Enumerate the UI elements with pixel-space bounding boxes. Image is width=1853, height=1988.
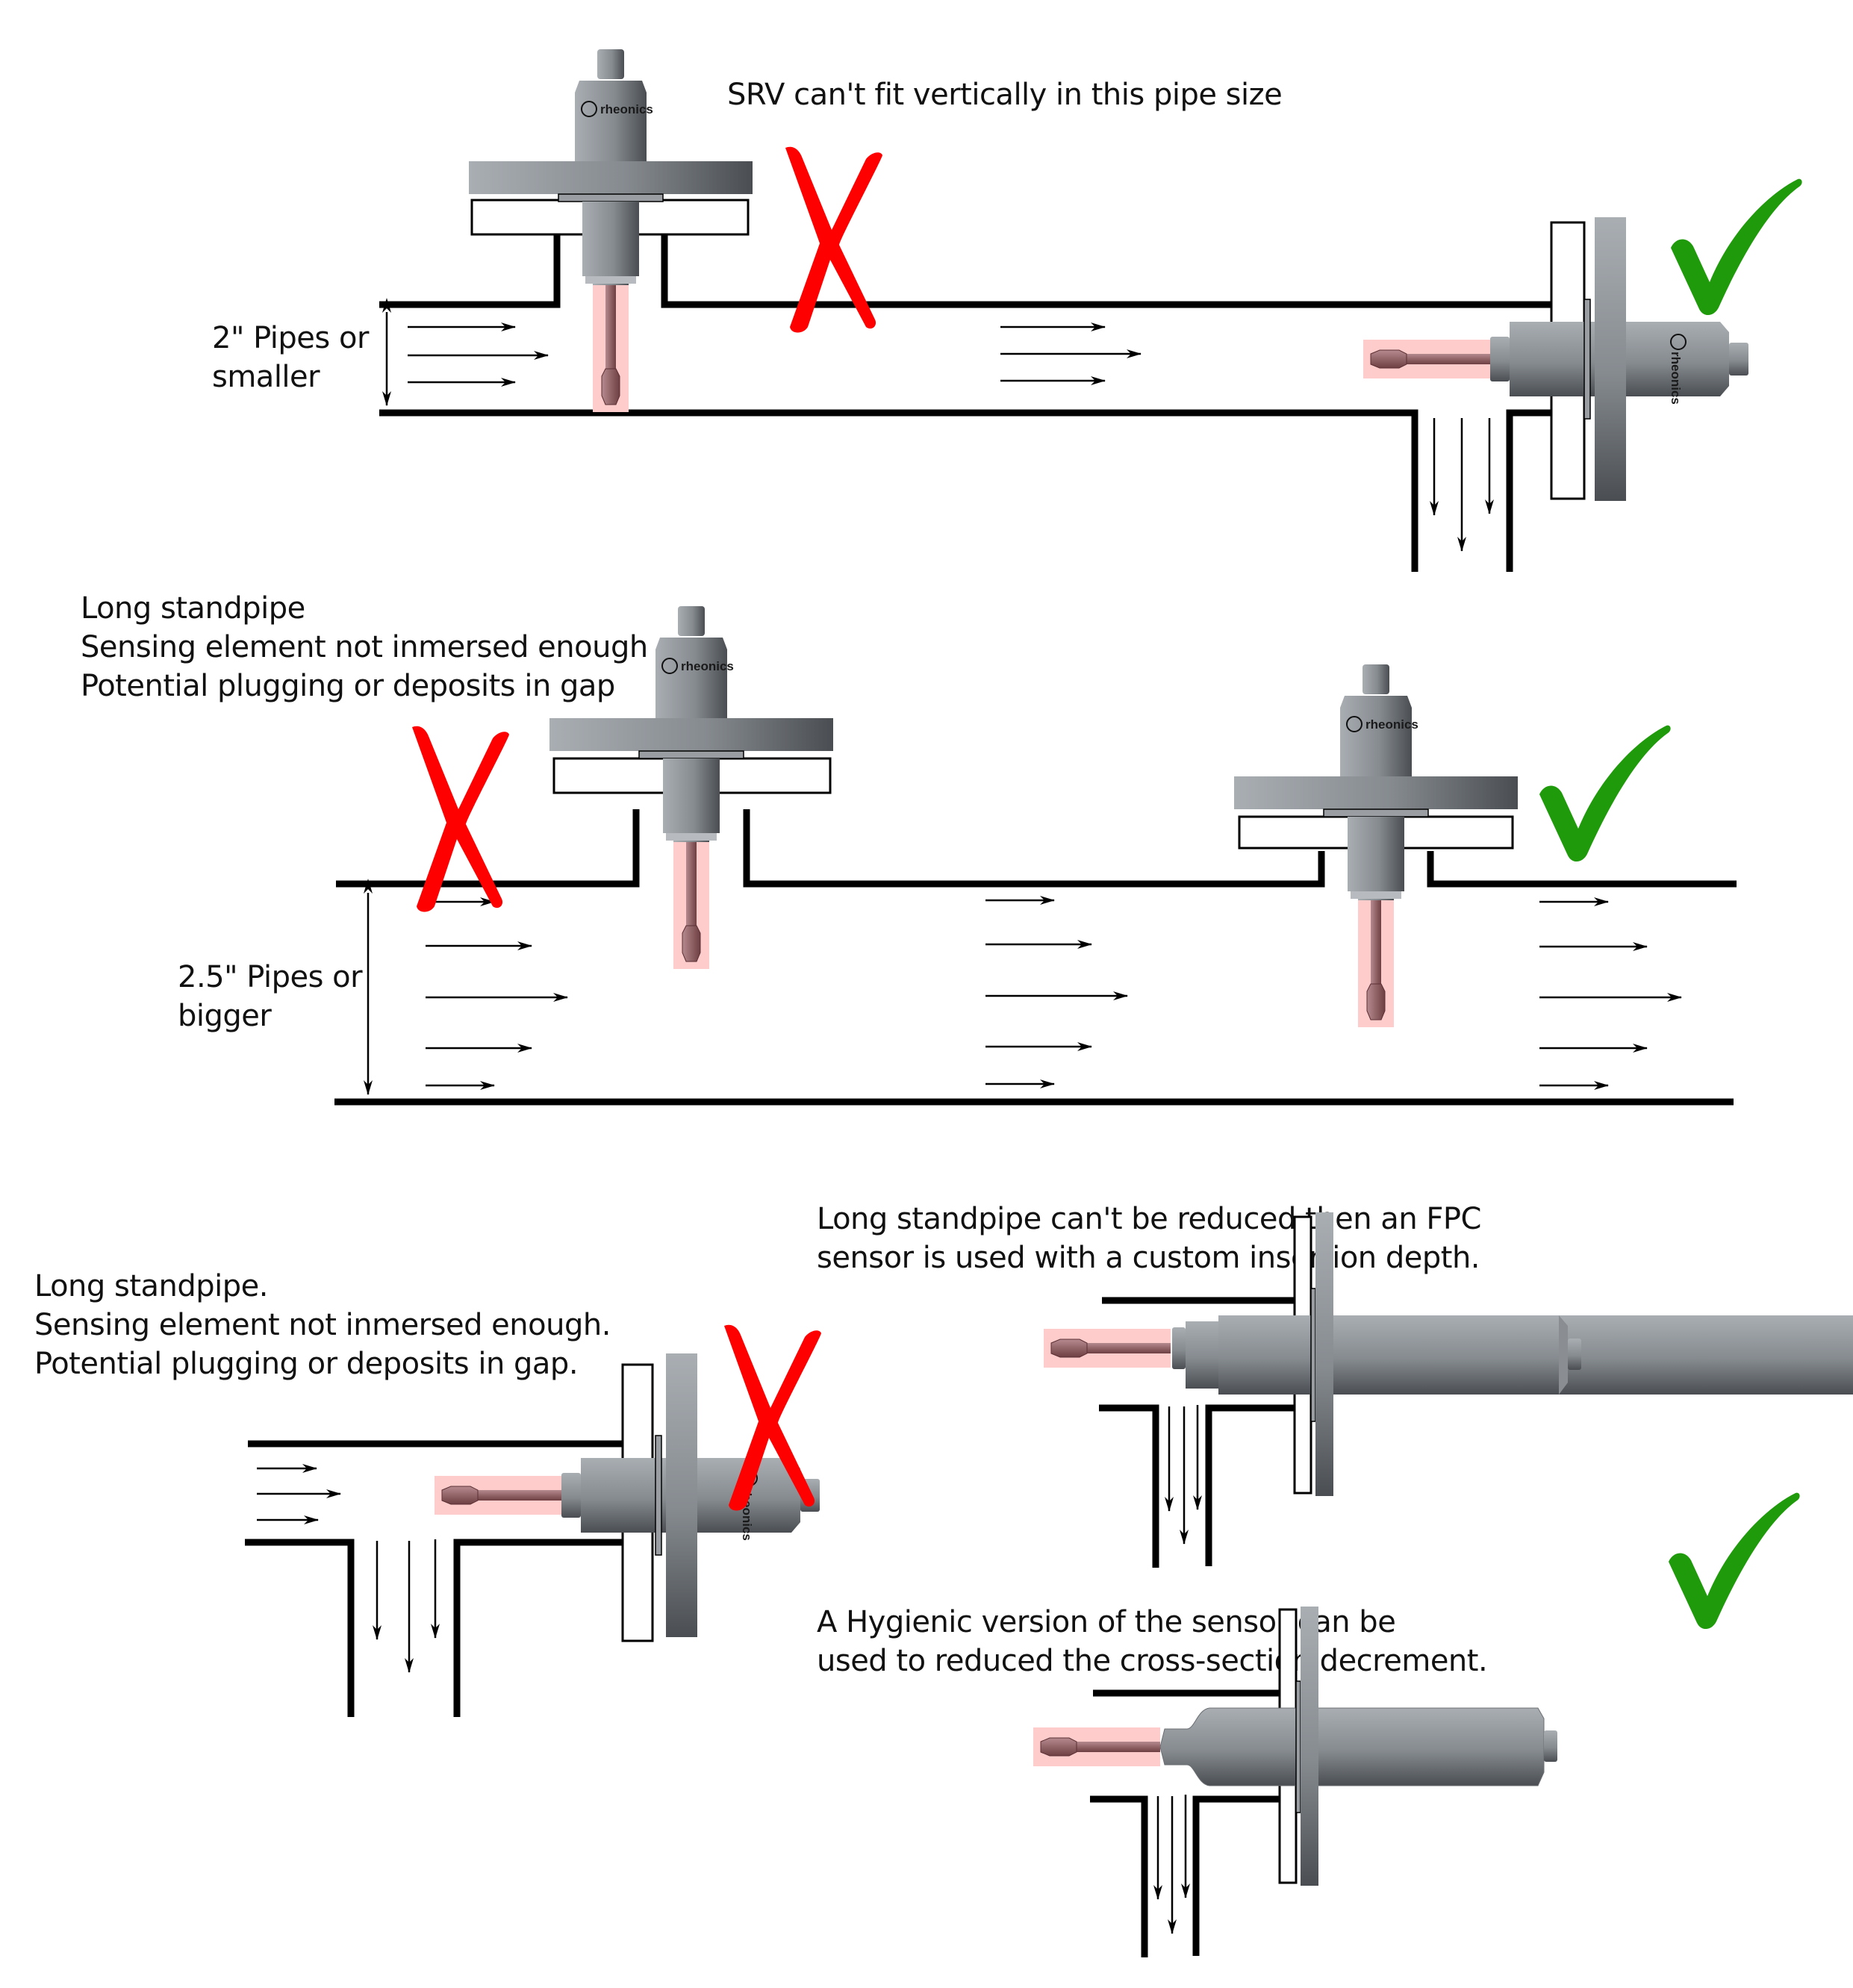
srv-sensor-horizontal: rheonics bbox=[1489, 216, 1749, 502]
srv-sensor-vertical: rheonics bbox=[1233, 664, 1519, 919]
srv-sensor-vertical: rheonics bbox=[468, 49, 753, 304]
pipe-bottom-wall bbox=[1090, 1795, 1148, 1957]
caption-line: Potential plugging or deposits in gap. bbox=[34, 1347, 578, 1381]
pipe-top-wall-right bbox=[661, 235, 1551, 308]
branch-right-wall bbox=[1192, 1795, 1280, 1956]
branch-right-wall bbox=[453, 1539, 623, 1717]
correct-check-icon bbox=[1671, 178, 1802, 316]
caption-line: Long standpipe can't be reduced then an … bbox=[817, 1202, 1481, 1236]
flow-arrows-middle bbox=[1000, 322, 1142, 385]
case-horizontal-srv-long-standpipe: Long standpipe. Sensing element not inme… bbox=[34, 1269, 821, 1717]
branch-right-wall bbox=[1205, 1404, 1295, 1566]
fpc-sensor bbox=[1172, 1212, 1853, 1496]
case-vertical-srv-long-standpipe: Long standpipe Sensing element not inmer… bbox=[81, 591, 834, 970]
brand-logo: rheonics bbox=[681, 659, 734, 673]
section-small-pipe: 2" Pipes or smaller rheonics SRV bbox=[212, 49, 1802, 572]
flow-arrows-inlet bbox=[426, 897, 568, 1090]
caption-line: sensor is used with a custom insertion d… bbox=[817, 1241, 1480, 1275]
flow-arrows-middle bbox=[985, 896, 1128, 1088]
caption-vertical-srv-small-pipe: SRV can't fit vertically in this pipe si… bbox=[727, 78, 1282, 112]
case-vertical-srv-small-pipe: rheonics SRV can't fit vertically in thi… bbox=[468, 49, 1283, 413]
caption-line: Sensing element not inmersed enough bbox=[81, 630, 648, 664]
brand-logo: rheonics bbox=[600, 102, 653, 116]
caption-line: used to reduced the cross-section decrem… bbox=[817, 1644, 1487, 1678]
dimension-label-line1: 2.5" Pipes or bbox=[178, 960, 363, 994]
brand-logo: rheonics bbox=[1365, 717, 1418, 732]
section-large-pipe: 2.5" Pipes or bigger Long standpipe Sens… bbox=[81, 591, 1737, 1106]
caption-line: Sensing element not inmersed enough. bbox=[34, 1308, 611, 1342]
flow-arrows-inlet bbox=[408, 322, 549, 387]
sensing-element bbox=[1043, 1328, 1171, 1368]
pipe-bottom-wall bbox=[245, 1539, 355, 1717]
sensing-element bbox=[592, 284, 629, 413]
sensing-element bbox=[434, 1475, 562, 1515]
sensing-element bbox=[673, 841, 710, 970]
caption-line: Long standpipe. bbox=[34, 1269, 268, 1303]
case-fpc-custom-insertion: Long standpipe can't be reduced then an … bbox=[817, 1202, 1853, 1630]
flow-arrows-outlet bbox=[1539, 897, 1682, 1090]
dimension-label-line2: bigger bbox=[178, 999, 272, 1033]
pipe-bottom-wall bbox=[379, 409, 1418, 572]
srv-sensor-vertical: rheonics bbox=[549, 605, 834, 861]
brand-logo: rheonics bbox=[1669, 352, 1683, 405]
section-elbow-installations: Long standpipe. Sensing element not inme… bbox=[34, 1202, 1853, 1957]
pipe-top-wall-mid bbox=[743, 809, 1325, 888]
case-hygienic-sensor: A Hygienic version of the sensor can be … bbox=[817, 1605, 1557, 1957]
correct-check-icon bbox=[1669, 1492, 1800, 1630]
hygienic-sensor bbox=[1159, 1607, 1557, 1886]
flow-arrows-down bbox=[1430, 418, 1494, 552]
caption-line: Long standpipe bbox=[81, 591, 305, 626]
branch-right-wall bbox=[1506, 409, 1551, 572]
pipe-top-wall bbox=[379, 235, 561, 308]
dimension-label-line2: smaller bbox=[212, 360, 320, 394]
sensing-element bbox=[1357, 900, 1395, 1028]
sensing-element bbox=[1362, 339, 1491, 379]
case-horizontal-srv-elbow: rheonics bbox=[1362, 178, 1802, 502]
dimension-label-line1: 2" Pipes or bbox=[212, 321, 370, 355]
caption-line: A Hygienic version of the sensor can be bbox=[817, 1605, 1395, 1639]
pipe-bottom-wall bbox=[1099, 1404, 1159, 1568]
sensing-element bbox=[1033, 1727, 1161, 1767]
correct-check-icon bbox=[1539, 725, 1671, 862]
case-vertical-srv-short-standpipe: rheonics bbox=[1233, 664, 1671, 1028]
pipe-top-wall-right bbox=[1427, 851, 1737, 888]
caption-line: Potential plugging or deposits in gap bbox=[81, 669, 615, 703]
